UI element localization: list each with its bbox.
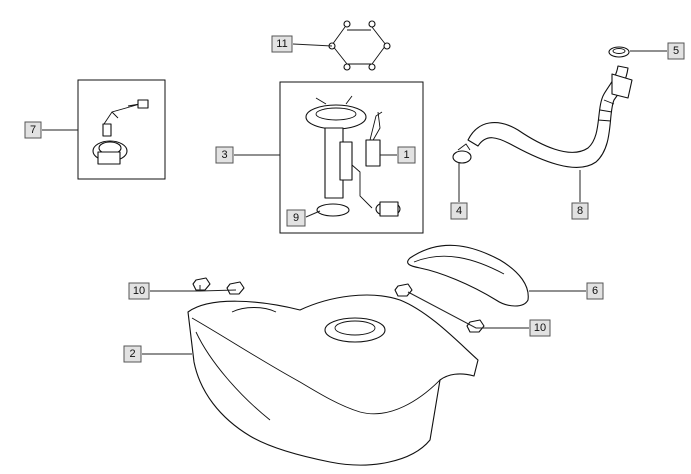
fuel-level-sender-part [365, 111, 383, 167]
callout-10a[interactable]: 10 [128, 282, 150, 300]
callout-10a-label: 10 [133, 285, 145, 297]
callout-8-label: 8 [577, 205, 583, 217]
fuel-pump-detail-frame [279, 81, 424, 234]
callout-6[interactable]: 6 [586, 282, 604, 300]
leader-11 [292, 43, 333, 47]
leader-10-right [407, 291, 529, 329]
nuts-left-part [192, 277, 245, 295]
hose-clamp-top-part [608, 46, 630, 58]
callout-8[interactable]: 8 [571, 202, 589, 220]
callout-10b[interactable]: 10 [529, 319, 551, 337]
callout-10b-label: 10 [534, 322, 546, 334]
callout-2[interactable]: 2 [123, 345, 142, 363]
filler-hose-part [467, 65, 633, 168]
fuel-tank-part [187, 294, 479, 466]
callout-5[interactable]: 5 [667, 42, 685, 60]
callout-7[interactable]: 7 [24, 121, 42, 139]
callout-4-label: 4 [456, 205, 462, 217]
callout-9-label: 9 [293, 212, 299, 224]
callout-11[interactable]: 11 [271, 35, 293, 53]
fuel-pump-module-part [305, 95, 401, 217]
callout-9[interactable]: 9 [286, 209, 306, 227]
callout-1-label: 1 [403, 149, 409, 161]
leader-10-left-b [199, 289, 237, 292]
callout-4[interactable]: 4 [450, 202, 468, 220]
callout-3[interactable]: 3 [215, 146, 234, 164]
hardware-set-part [328, 20, 391, 71]
filler-cap-part [92, 99, 149, 165]
hose-clamp-part [452, 143, 472, 164]
leader-10-left [150, 285, 201, 292]
heat-shield-part [407, 244, 529, 307]
callout-6-label: 6 [592, 285, 598, 297]
callout-7-label: 7 [30, 124, 36, 136]
callout-1[interactable]: 1 [397, 146, 416, 164]
callout-3-label: 3 [221, 149, 227, 161]
callout-2-label: 2 [129, 348, 135, 360]
leader-9 [305, 210, 321, 218]
nut-right-part [394, 283, 485, 333]
filler-cap-detail-frame [77, 79, 166, 180]
callout-11-label: 11 [276, 38, 287, 50]
callout-5-label: 5 [673, 45, 679, 57]
